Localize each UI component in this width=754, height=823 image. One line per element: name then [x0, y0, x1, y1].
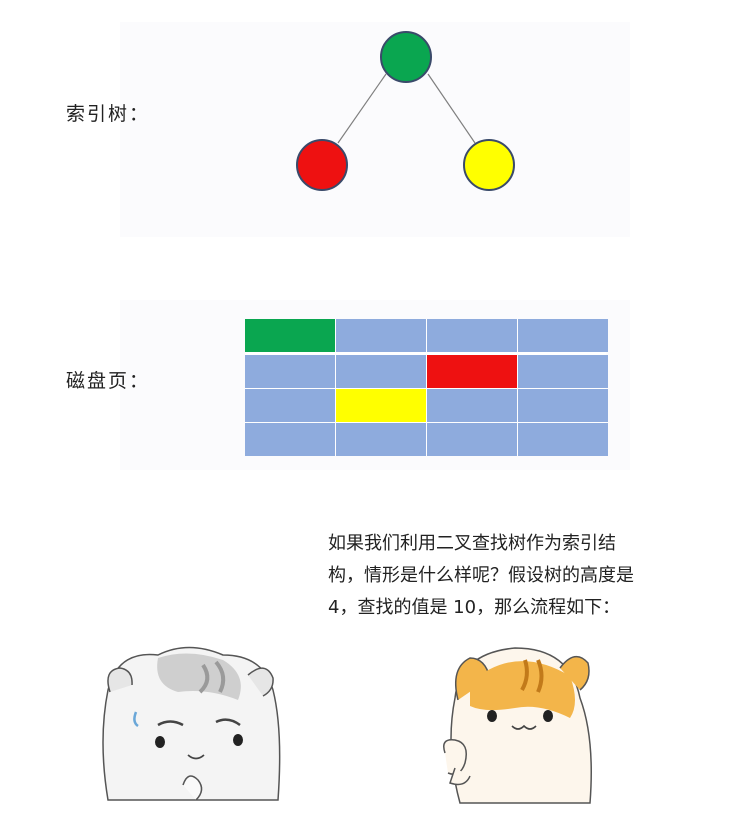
story-text: 如果我们利用二叉查找树作为索引结 构，情形是什么样呢？假设树的高度是 4，查找的… [328, 528, 668, 624]
disk-cell-r0-c1 [336, 319, 426, 352]
tree-node-root [380, 31, 432, 83]
disk-page-grid [245, 319, 608, 456]
disk-page-label: 磁盘页： [66, 370, 151, 392]
disk-cell-r1-c1 [336, 355, 426, 388]
disk-cell-r3-c3 [518, 423, 608, 456]
gray-hamster-illustration [102, 646, 281, 801]
disk-cell-r2-c1 [336, 389, 426, 422]
disk-cell-r0-c3 [518, 319, 608, 352]
disk-cell-r3-c2 [427, 423, 517, 456]
disk-cell-r3-c1 [336, 423, 426, 456]
tree-node-right-child [463, 139, 515, 191]
disk-cell-r1-c3 [518, 355, 608, 388]
tree-panel [120, 22, 630, 237]
story-line-3: 4，查找的值是 10，那么流程如下： [328, 597, 621, 618]
index-tree-label: 索引树： [66, 103, 151, 125]
disk-cell-r2-c3 [518, 389, 608, 422]
disk-cell-r2-c2 [427, 389, 517, 422]
disk-cell-r0-c2 [427, 319, 517, 352]
tree-edge-root-left [337, 73, 387, 144]
story-line-1: 如果我们利用二叉查找树作为索引结 [328, 533, 616, 554]
story-line-2: 构，情形是什么样呢？假设树的高度是 [328, 565, 634, 586]
tree-edge-root-right [427, 73, 476, 144]
disk-cell-r0-c0 [245, 319, 335, 352]
disk-cell-r1-c2 [427, 355, 517, 388]
orange-hamster-illustration [443, 647, 592, 804]
tree-node-left-child [296, 139, 348, 191]
disk-cell-r2-c0 [245, 389, 335, 422]
disk-cell-r1-c0 [245, 355, 335, 388]
index-tree [296, 31, 515, 191]
disk-cell-r3-c0 [245, 423, 335, 456]
